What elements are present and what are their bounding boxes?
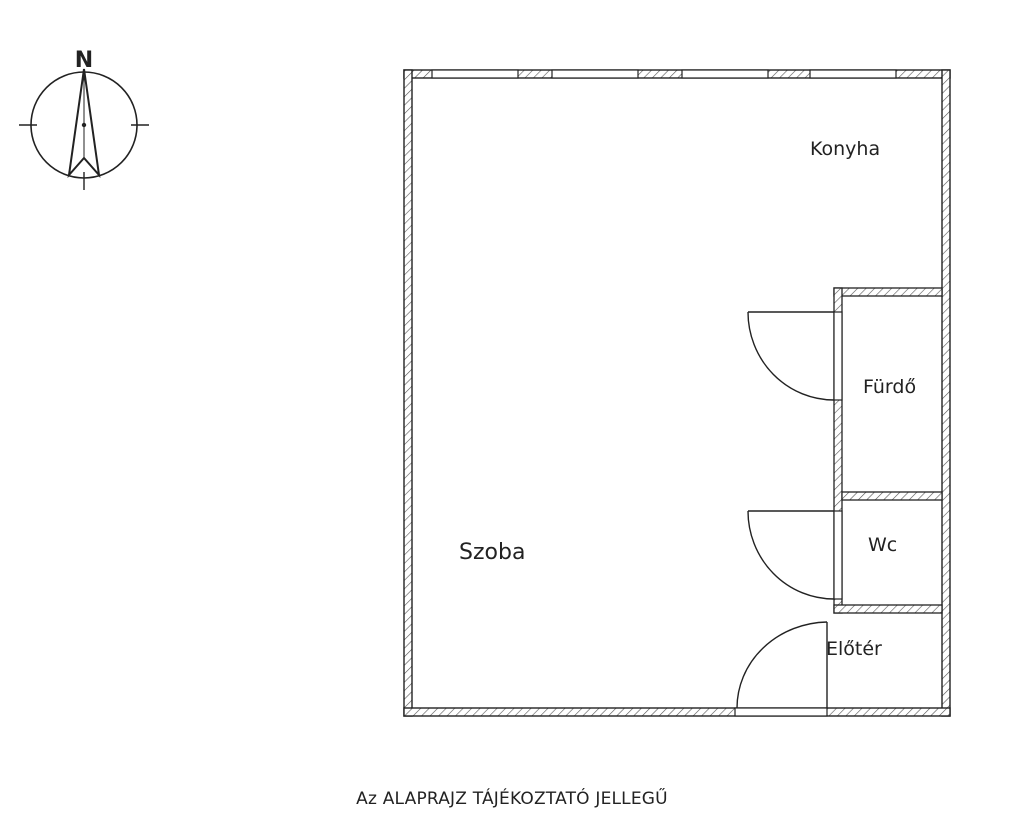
entrance-opening xyxy=(734,707,828,717)
room-label-konyha: Konyha xyxy=(810,138,880,160)
room-label-furdo: Fürdő xyxy=(863,376,916,398)
wall-wc-bottom xyxy=(833,604,943,614)
compass-rose: N xyxy=(19,48,149,190)
door-swing xyxy=(736,621,828,709)
window-top-4 xyxy=(809,69,897,79)
room-label-eloter: Előtér xyxy=(826,638,882,660)
compass-center-dot xyxy=(81,122,87,128)
wall-left xyxy=(403,69,413,717)
room-label-szoba: Szoba xyxy=(459,540,525,565)
door-swing xyxy=(747,311,835,401)
window-top-1 xyxy=(431,69,519,79)
wall-bath-top xyxy=(833,287,943,297)
window-top-2 xyxy=(551,69,639,79)
door-swing xyxy=(747,510,835,600)
wall-bottom xyxy=(403,707,951,717)
room-labels: Konyha Fürdő Wc Szoba Előtér xyxy=(459,138,916,660)
inner-walls xyxy=(833,287,943,614)
door-entrance xyxy=(736,621,828,709)
outer-walls xyxy=(403,69,951,717)
wall-bath-wc xyxy=(841,491,943,501)
door-bathroom xyxy=(747,311,835,401)
disclaimer-note: Az ALAPRAJZ TÁJÉKOZTATÓ JELLEGŰ xyxy=(356,789,668,809)
compass-north-letter: N xyxy=(75,48,93,73)
door-opening-wc xyxy=(833,510,843,600)
window-top-3 xyxy=(681,69,769,79)
door-opening-bath xyxy=(833,311,843,401)
wall-right xyxy=(941,69,951,717)
door-wc xyxy=(747,510,835,600)
doors xyxy=(736,311,835,709)
room-label-wc: Wc xyxy=(868,534,897,556)
